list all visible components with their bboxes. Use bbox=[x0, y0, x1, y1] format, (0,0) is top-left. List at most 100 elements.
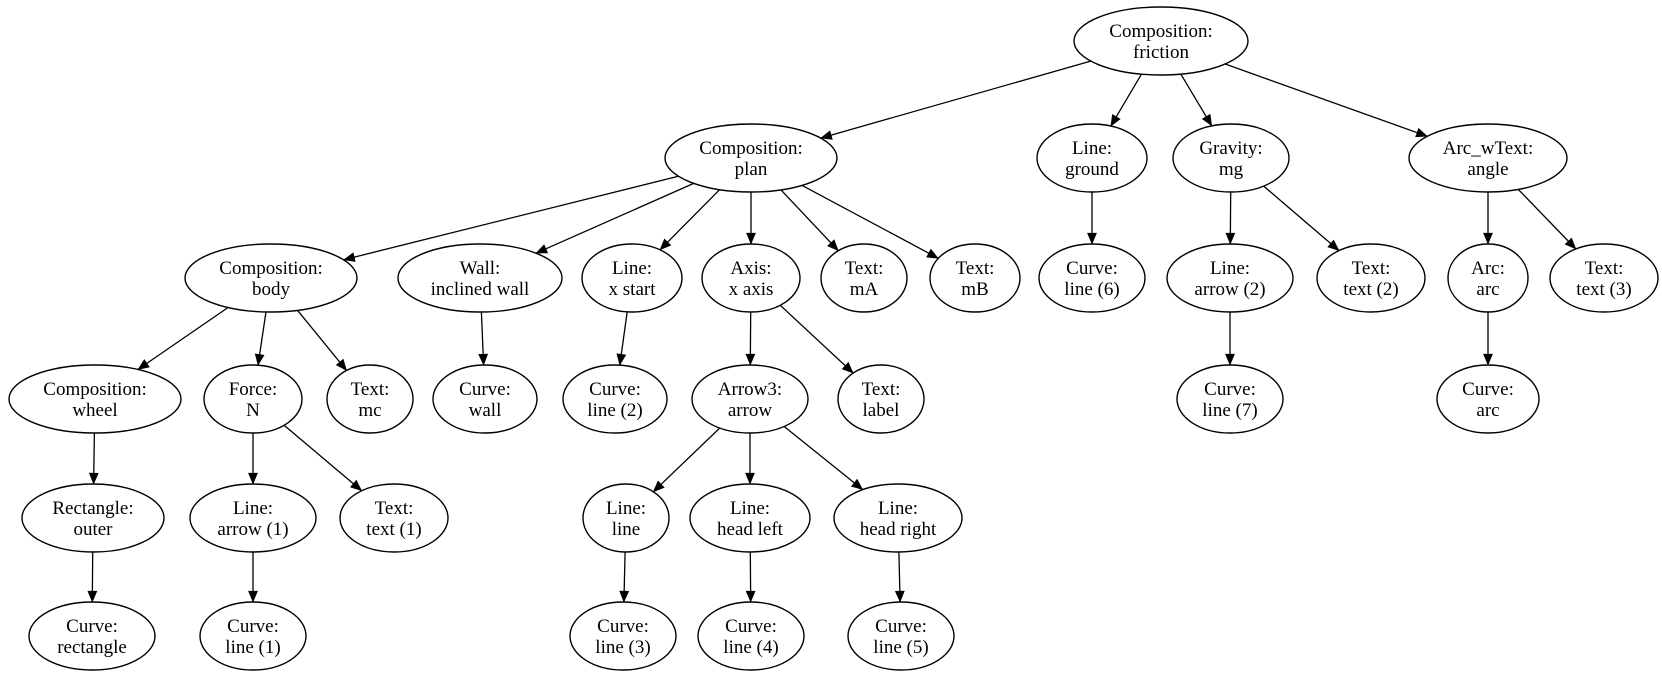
node-ellipse bbox=[689, 483, 811, 553]
node-type-label: Curve: bbox=[227, 616, 279, 637]
edges-layer bbox=[87, 60, 1577, 603]
node-name-label: text (3) bbox=[1576, 279, 1631, 300]
edge-mg-to-text-2 bbox=[1263, 185, 1340, 252]
tree-node-mB: Text:mB bbox=[929, 243, 1021, 313]
node-name-label: text (1) bbox=[366, 519, 421, 540]
node-type-label: Curve: bbox=[66, 616, 118, 637]
node-name-label: angle bbox=[1467, 159, 1508, 180]
node-type-label: Curve: bbox=[725, 616, 777, 637]
tree-node-rectangle: Curve:rectangle bbox=[28, 601, 156, 671]
node-ellipse bbox=[189, 483, 317, 553]
edge-body-to-mc bbox=[296, 309, 348, 371]
node-type-label: Arrow3: bbox=[718, 379, 782, 400]
tree-node-body: Composition:body bbox=[184, 243, 358, 313]
node-ellipse bbox=[8, 364, 182, 434]
node-ellipse bbox=[1172, 123, 1290, 193]
edge-plan-to-mB bbox=[801, 184, 939, 259]
tree-node-line-3: Curve:line (3) bbox=[569, 601, 677, 671]
node-name-label: wall bbox=[469, 400, 502, 421]
tree-node-force-N: Force:N bbox=[203, 364, 303, 434]
node-ellipse bbox=[569, 601, 677, 671]
edge-plan-to-inclined-wall bbox=[535, 182, 694, 254]
node-type-label: Curve: bbox=[1066, 258, 1118, 279]
node-type-label: Line: bbox=[606, 498, 646, 519]
tree-node-inclined-wall: Wall:inclined wall bbox=[397, 243, 563, 313]
node-ellipse bbox=[581, 243, 683, 313]
tree-node-wall-curve: Curve:wall bbox=[432, 364, 538, 434]
edge-plan-to-body bbox=[343, 175, 679, 262]
node-ellipse bbox=[1036, 123, 1148, 193]
node-ellipse bbox=[28, 601, 156, 671]
node-name-label: line (2) bbox=[587, 400, 642, 421]
node-name-label: arc bbox=[1476, 279, 1499, 300]
node-type-label: Wall: bbox=[460, 258, 501, 279]
node-type-label: Composition: bbox=[1109, 21, 1212, 42]
tree-node-text-2: Text:text (2) bbox=[1316, 243, 1426, 313]
node-ellipse bbox=[1176, 364, 1284, 434]
tree-node-arrow-1: Line:arrow (1) bbox=[189, 483, 317, 553]
nodes-layer: Composition:frictionComposition:planLine… bbox=[8, 6, 1659, 671]
edge-angle-to-text-3 bbox=[1517, 188, 1577, 250]
tree-node-ground: Line:ground bbox=[1036, 123, 1148, 193]
node-name-label: line (5) bbox=[873, 637, 928, 658]
node-ellipse bbox=[664, 123, 838, 193]
edge-body-to-force-N bbox=[254, 311, 267, 366]
node-type-label: Curve: bbox=[1462, 379, 1514, 400]
tree-node-line-4: Curve:line (4) bbox=[697, 601, 805, 671]
node-name-label: arrow (2) bbox=[1194, 279, 1265, 300]
edge-arrow3-to-line bbox=[652, 427, 721, 493]
node-type-label: Axis: bbox=[730, 258, 771, 279]
node-type-label: Line: bbox=[612, 258, 652, 279]
node-ellipse bbox=[837, 364, 925, 434]
node-ellipse bbox=[339, 483, 449, 553]
node-ellipse bbox=[691, 364, 809, 434]
node-name-label: arc bbox=[1476, 400, 1499, 421]
tree-node-mg: Gravity:mg bbox=[1172, 123, 1290, 193]
node-ellipse bbox=[1166, 243, 1294, 313]
node-type-label: Text: bbox=[956, 258, 995, 279]
node-type-label: Curve: bbox=[459, 379, 511, 400]
node-name-label: arrow bbox=[728, 400, 773, 421]
node-ellipse bbox=[1447, 243, 1529, 313]
node-name-label: head left bbox=[717, 519, 784, 540]
edge-force-N-to-text-1 bbox=[283, 424, 363, 492]
edge-wheel-to-outer bbox=[88, 432, 99, 485]
node-type-label: Curve: bbox=[1204, 379, 1256, 400]
tree-node-friction: Composition:friction bbox=[1073, 6, 1249, 76]
node-ellipse bbox=[1408, 123, 1568, 193]
node-name-label: line (7) bbox=[1202, 400, 1257, 421]
edge-x-axis-to-label bbox=[779, 304, 854, 374]
node-type-label: Line: bbox=[1072, 138, 1112, 159]
node-type-label: Curve: bbox=[875, 616, 927, 637]
edge-friction-to-angle bbox=[1224, 63, 1428, 138]
node-name-label: line (6) bbox=[1064, 279, 1119, 300]
tree-node-wheel: Composition:wheel bbox=[8, 364, 182, 434]
node-name-label: ground bbox=[1065, 159, 1119, 180]
tree-node-line: Line:line bbox=[582, 483, 670, 553]
node-name-label: friction bbox=[1133, 42, 1189, 63]
node-name-label: body bbox=[252, 279, 291, 300]
node-name-label: mg bbox=[1219, 159, 1244, 180]
node-ellipse bbox=[184, 243, 358, 313]
node-ellipse bbox=[432, 364, 538, 434]
node-ellipse bbox=[326, 364, 414, 434]
tree-node-x-start: Line:x start bbox=[581, 243, 683, 313]
node-name-label: arrow (1) bbox=[217, 519, 288, 540]
node-name-label: x axis bbox=[729, 279, 774, 300]
node-type-label: Text: bbox=[375, 498, 414, 519]
tree-node-line-7: Curve:line (7) bbox=[1176, 364, 1284, 434]
node-name-label: rectangle bbox=[57, 637, 127, 658]
tree-node-head-left: Line:head left bbox=[689, 483, 811, 553]
node-ellipse bbox=[697, 601, 805, 671]
node-type-label: Line: bbox=[233, 498, 273, 519]
tree-node-arrow3: Arrow3:arrow bbox=[691, 364, 809, 434]
node-name-label: line (4) bbox=[723, 637, 778, 658]
node-type-label: Text: bbox=[351, 379, 390, 400]
edge-friction-to-plan bbox=[820, 60, 1091, 140]
node-ellipse bbox=[1436, 364, 1540, 434]
node-type-label: Composition: bbox=[699, 138, 802, 159]
edge-head-right-to-line-5 bbox=[894, 551, 905, 603]
node-type-label: Composition: bbox=[219, 258, 322, 279]
node-type-label: Text: bbox=[1585, 258, 1624, 279]
tree-node-outer: Rectangle:outer bbox=[21, 483, 165, 553]
